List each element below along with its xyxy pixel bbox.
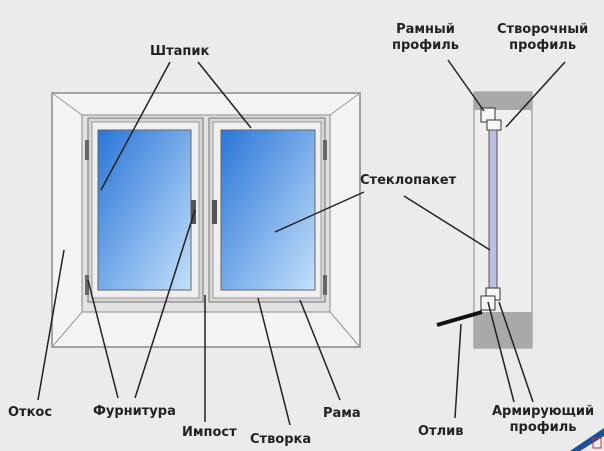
label-otkos: Откос: [8, 405, 53, 420]
handle-right-icon: [212, 200, 217, 224]
label-stvorochny-profile: Створочный профиль: [497, 22, 588, 54]
label-impost: Импост: [182, 425, 237, 440]
label-armir-line1: Армирующий: [492, 404, 595, 419]
label-armir-line2: профиль: [509, 420, 577, 435]
logo: [570, 428, 604, 451]
label-stvorka: Створка: [250, 432, 312, 447]
label-stvorochny-line2: профиль: [509, 38, 577, 53]
label-otliv: Отлив: [418, 424, 464, 439]
glass-right: [220, 129, 316, 291]
label-ramny-profile: Рамный профиль: [392, 22, 459, 54]
label-ramny-line1: Рамный: [396, 22, 455, 37]
handle-left-icon: [191, 200, 196, 224]
window-cross-section: [473, 91, 533, 349]
label-steklopaket: Стеклопакет: [360, 173, 457, 188]
label-furnitura: Фурнитура: [93, 404, 176, 419]
glass-left: [97, 129, 192, 291]
leader-lines: [37, 59, 566, 426]
drip-sill: [436, 310, 483, 327]
label-ramny-line2: профиль: [392, 38, 459, 53]
label-stvorochny-line1: Створочный: [497, 22, 589, 37]
window-front-view: [51, 92, 361, 348]
label-shtapik: Штапик: [150, 44, 210, 59]
label-armiruyushchy-profile: Армирующий профиль: [492, 404, 594, 436]
label-rama: Рама: [323, 406, 361, 421]
